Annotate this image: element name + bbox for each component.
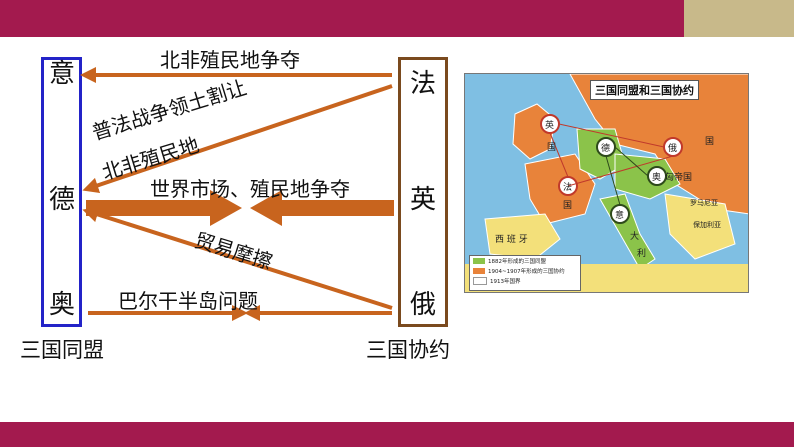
label-germany-britain: 世界市场、殖民地争夺 xyxy=(150,177,350,201)
country-russia: 俄 xyxy=(409,290,436,320)
arrow-germany-russia xyxy=(82,206,393,310)
country-britain: 英 xyxy=(409,185,436,215)
map-label-britain: 英 xyxy=(545,121,555,131)
map-label-guo1: 国 xyxy=(547,143,557,153)
legend-item: 1904~1907年形成的三国协约 xyxy=(470,266,580,276)
legend-label: 1882年形成的三国同盟 xyxy=(488,259,546,265)
map-label-germany: 德 xyxy=(601,144,611,154)
country-germany: 德 xyxy=(48,185,75,215)
map-label-spain: 西 班 牙 xyxy=(495,235,528,245)
legend-item: 1882年形成的三国同盟 xyxy=(470,256,580,266)
top-bar-accent xyxy=(684,0,794,37)
map-label-france: 法 xyxy=(563,183,573,193)
map-label-russia: 俄 xyxy=(668,144,678,154)
triple-alliance-caption: 三国同盟 xyxy=(20,338,104,362)
country-austria: 奥 xyxy=(48,290,75,320)
triple-entente-box xyxy=(398,57,448,327)
legend-label: 1904~1907年形成的三国协约 xyxy=(488,269,565,275)
arrow-germany-britain-left xyxy=(86,190,242,226)
legend-swatch xyxy=(473,258,485,264)
label-austria-russia: 巴尔干半岛问题 xyxy=(118,289,258,313)
legend-swatch xyxy=(473,277,487,285)
map-label-austria: 奥 xyxy=(652,173,662,183)
legend-swatch xyxy=(473,268,485,274)
triple-alliance-box xyxy=(41,57,82,327)
triple-entente-caption: 三国协约 xyxy=(366,338,450,362)
label-italy-france: 北非殖民地争夺 xyxy=(160,48,300,72)
map-label-bulgaria: 保加利亚 xyxy=(693,221,721,229)
country-italy: 意 xyxy=(48,59,75,89)
map-label-guo3: 国 xyxy=(563,201,573,211)
map-label-guo2: 国 xyxy=(705,137,715,147)
country-france: 法 xyxy=(409,69,436,99)
bottom-bar xyxy=(0,422,794,447)
arrow-france-germany xyxy=(82,84,393,194)
map-label-romania: 罗马尼亚 xyxy=(690,199,718,207)
legend-label: 1913年国界 xyxy=(490,279,521,285)
top-bar xyxy=(0,0,684,37)
map-label-italy: 意 xyxy=(615,211,625,221)
map-graphic xyxy=(465,74,748,292)
map-legend: 1882年形成的三国同盟 1904~1907年形成的三国协约 1913年国界 xyxy=(469,255,581,291)
map-label-empire: 匈帝国 xyxy=(665,173,693,183)
legend-item: 1913年国界 xyxy=(470,276,580,286)
map-label-da: 大 xyxy=(630,232,640,242)
arrow-germany-britain-right xyxy=(250,190,394,226)
map-label-li: 利 xyxy=(637,249,647,259)
map-title: 三国同盟和三国协约 xyxy=(590,80,699,100)
